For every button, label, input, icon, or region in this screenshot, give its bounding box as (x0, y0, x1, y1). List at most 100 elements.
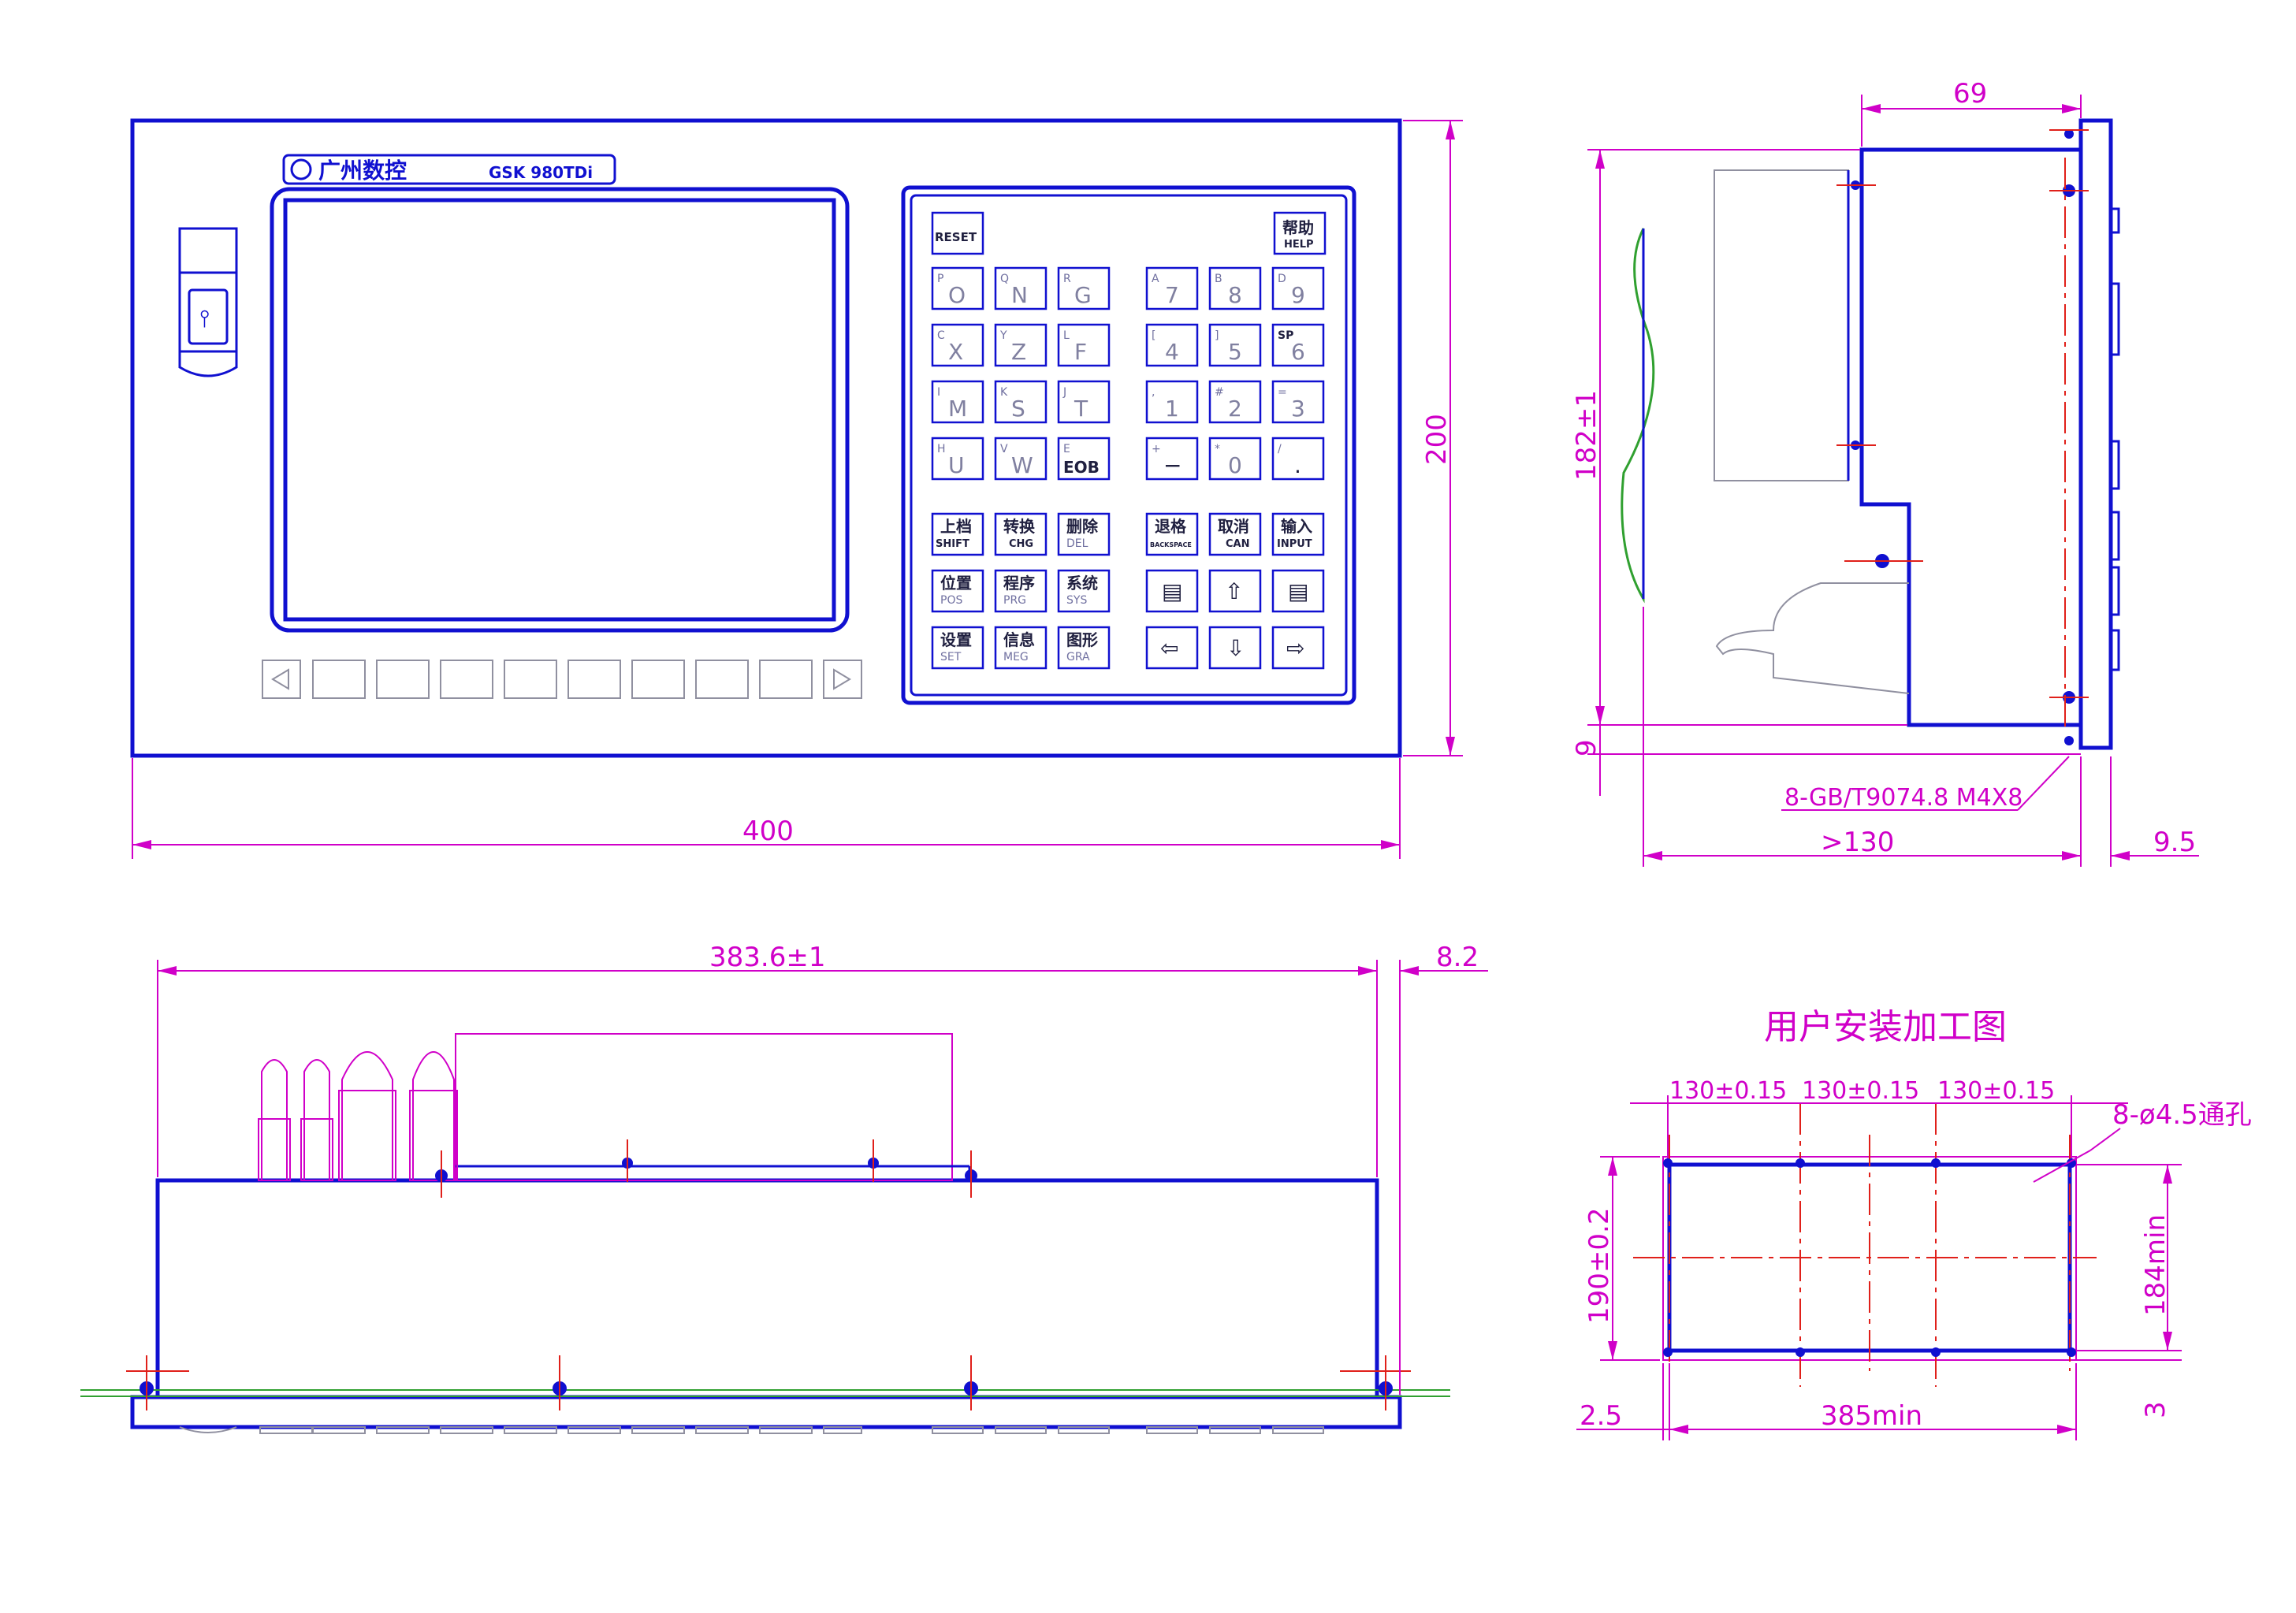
key-0[interactable]: *0 (1208, 437, 1262, 481)
up-arrow-key[interactable]: ⇧ (1208, 569, 1262, 613)
help-key[interactable]: 帮助 HELP (1273, 211, 1327, 255)
key-N[interactable]: QN (994, 266, 1048, 310)
key-2[interactable]: #2 (1208, 380, 1262, 424)
install-title: 用户安装加工图 (1764, 1007, 2007, 1047)
top-view: 383.6±1 8.2 (80, 942, 1488, 1434)
svg-text:Y: Y (999, 329, 1007, 342)
usb-port: ⫯ (178, 227, 238, 377)
svg-text:SET: SET (940, 651, 962, 663)
soft-key[interactable] (695, 660, 749, 699)
dim-9: 9 (1571, 739, 1602, 756)
capacitors (258, 1051, 458, 1181)
soft-key-left[interactable] (262, 660, 301, 699)
key-O[interactable]: PO (931, 266, 984, 310)
dim-spacing-1: 130±0.15 (1669, 1077, 1787, 1105)
svg-text:/: / (1278, 443, 1282, 455)
side-view: 69 182±1 9 >130 9.5 8-GB/T9074.8 M4X8 (1571, 78, 2199, 867)
svg-text:INPUT: INPUT (1277, 538, 1312, 550)
svg-text:*: * (1215, 443, 1220, 455)
dim-3: 3 (2140, 1401, 2171, 1418)
svg-text:3: 3 (1291, 396, 1305, 422)
key-W[interactable]: VW (994, 437, 1048, 481)
soft-key[interactable] (631, 660, 685, 699)
front-panel-outline (130, 118, 1402, 758)
key-6[interactable]: SP6 (1271, 323, 1325, 367)
svg-text:SP: SP (1278, 329, 1293, 342)
key-7[interactable]: A7 (1145, 266, 1199, 310)
key-5[interactable]: ]5 (1208, 323, 1262, 367)
svg-text:9: 9 (1291, 282, 1305, 308)
key-S[interactable]: KS (994, 380, 1048, 424)
svg-text:位置: 位置 (940, 574, 972, 593)
install-drawing: 用户安装加工图 130±0.15 130±0.15 130±0.15 8-ø4.… (1576, 1007, 2252, 1440)
hole (1795, 1158, 1805, 1168)
svg-text:转换: 转换 (1003, 517, 1036, 536)
key-9[interactable]: D9 (1271, 266, 1325, 310)
key-G[interactable]: RG (1057, 266, 1111, 310)
soft-key-right[interactable] (823, 660, 862, 699)
svg-text:退格: 退格 (1155, 517, 1187, 536)
key-8[interactable]: B8 (1208, 266, 1262, 310)
svg-text:J: J (1062, 386, 1066, 399)
screw (2064, 129, 2074, 139)
soft-key[interactable] (440, 660, 493, 699)
screw-note: 8-GB/T9074.8 M4X8 (1784, 784, 2022, 812)
svg-text:Q: Q (1000, 273, 1009, 285)
soft-key[interactable] (759, 660, 813, 699)
reset-label: RESET (935, 230, 977, 244)
key-X[interactable]: CX (931, 323, 984, 367)
svg-text:EOB: EOB (1063, 458, 1100, 477)
key-F[interactable]: LF (1057, 323, 1111, 367)
svg-text:6: 6 (1291, 339, 1305, 365)
connector (1715, 582, 1910, 694)
side-body-outline (1859, 147, 2083, 727)
page-up-key[interactable]: ▤ (1145, 569, 1199, 613)
soft-key[interactable] (504, 660, 557, 699)
key-Z[interactable]: YZ (994, 323, 1048, 367)
key-4[interactable]: [4 (1145, 323, 1199, 367)
down-arrow-key[interactable]: ⇩ (1208, 626, 1262, 670)
dim-2-5: 2.5 (1580, 1400, 1622, 1432)
dim-385: 385min (1821, 1400, 1922, 1432)
reset-key[interactable]: RESET (931, 211, 984, 255)
keypad-frame (901, 185, 1356, 705)
soft-key[interactable] (376, 660, 430, 699)
svg-text:POS: POS (940, 594, 962, 607)
right-arrow-key[interactable]: ⇨ (1271, 626, 1325, 670)
side-screws (1851, 129, 2075, 745)
key-U[interactable]: HU (931, 437, 984, 481)
svg-text:程序: 程序 (1003, 574, 1035, 593)
soft-key[interactable] (567, 660, 621, 699)
key-minus[interactable]: +− (1145, 437, 1199, 481)
key-dot[interactable]: /. (1271, 437, 1325, 481)
svg-text:X: X (948, 339, 963, 365)
soft-key[interactable] (312, 660, 366, 699)
key-3[interactable]: =3 (1271, 380, 1325, 424)
key-1[interactable]: ,1 (1145, 380, 1199, 424)
arrow-keys: ▤ ⇧ ▤ ⇦ ⇩ ⇨ (1145, 569, 1325, 670)
top-screws (140, 1158, 1393, 1396)
keypad-inner (910, 194, 1348, 697)
left-arrow-key[interactable]: ⇦ (1145, 626, 1199, 670)
key-M[interactable]: IM (931, 380, 984, 424)
svg-text:图形: 图形 (1066, 630, 1098, 649)
front-dimensions: 400 200 (132, 120, 1463, 859)
key-T[interactable]: JT (1057, 380, 1111, 424)
page-down-key[interactable]: ▤ (1271, 569, 1325, 613)
top-module (455, 1033, 953, 1181)
